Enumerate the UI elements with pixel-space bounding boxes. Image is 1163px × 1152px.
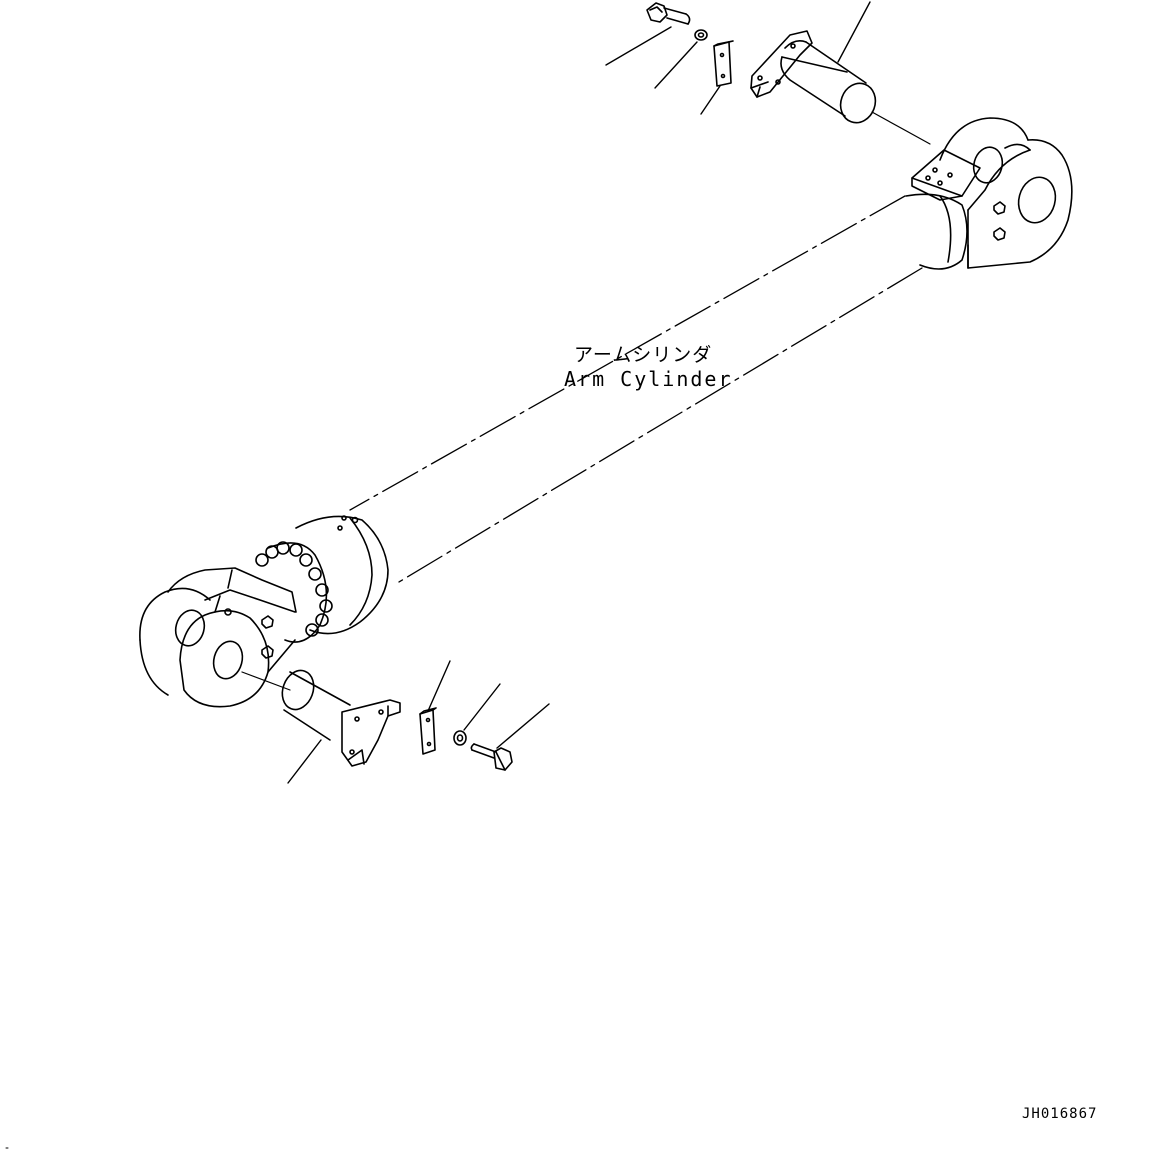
bottom-washer: [454, 731, 466, 745]
drawing-id: JH016867: [1022, 1106, 1098, 1122]
top-washer: [695, 30, 707, 40]
top-lock-plate: [714, 41, 733, 86]
top-bolt: [647, 3, 690, 24]
flange-bolt-ring: [256, 542, 332, 636]
top-pin-axis-line: [872, 112, 930, 144]
cylinder-head-flange: [256, 516, 388, 642]
bottom-pin: [277, 666, 400, 766]
bottom-pin-axis-line: [242, 672, 290, 690]
bottom-bolt: [471, 744, 512, 770]
rod-end-eye: [912, 118, 1072, 268]
top-pin: [751, 31, 881, 128]
part-label-japanese: アームシリンダ: [574, 344, 713, 366]
part-label-english: Arm Cylinder: [564, 367, 733, 391]
rod-collar: [906, 194, 967, 269]
top-leader-lines: [606, 2, 870, 114]
bottom-lock-plate: [420, 708, 436, 754]
cylinder-tube: [350, 196, 922, 585]
bottom-leader-lines: [288, 661, 549, 783]
head-end-clevis: [140, 568, 296, 707]
